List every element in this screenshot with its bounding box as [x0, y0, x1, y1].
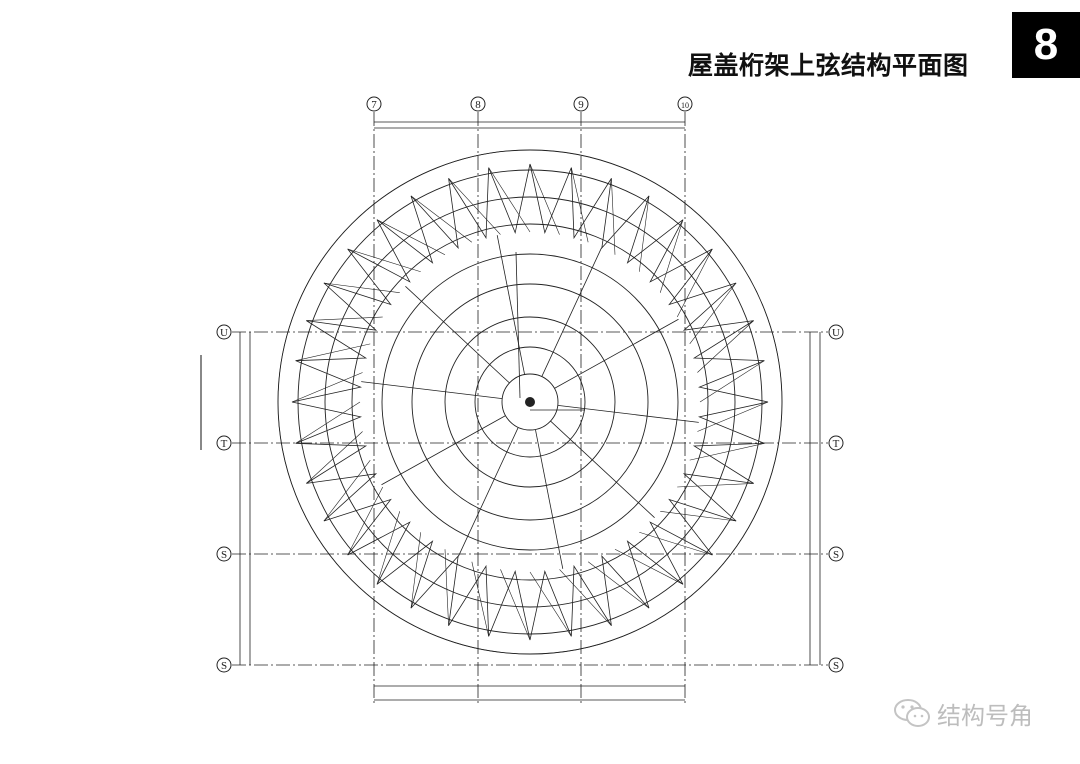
wechat-icon: [894, 698, 930, 727]
svg-text:S: S: [833, 549, 839, 561]
perimeter-truss: [277, 149, 783, 655]
axis-bubble-8: 8: [470, 96, 486, 112]
svg-text:S: S: [221, 549, 227, 561]
dimension-lines: [239, 121, 821, 701]
axis-bubble-U: U: [828, 324, 844, 340]
axis-bubble-10: 10: [677, 96, 693, 112]
axis-bubble-T: T: [828, 435, 844, 451]
axis-bubble-S: S: [216, 657, 232, 673]
watermark-text: 结构号角: [937, 702, 1033, 730]
axis-grid: [232, 112, 828, 705]
svg-text:S: S: [833, 660, 839, 672]
axis-bubble-U: U: [216, 324, 232, 340]
svg-text:S: S: [221, 660, 227, 672]
radial-beams: [361, 235, 699, 569]
svg-text:U: U: [220, 327, 228, 339]
watermark: 结构号角: [893, 696, 1033, 731]
axis-bubbles: 7 8 9 10U U T T S S S S: [216, 96, 844, 673]
svg-text:T: T: [221, 438, 228, 450]
svg-text:10: 10: [681, 101, 689, 110]
axis-bubble-7: 7: [366, 96, 382, 112]
page-title: 屋盖桁架上弦结构平面图: [688, 51, 969, 80]
page-number-badge: 8: [1012, 12, 1080, 78]
axis-bubble-S: S: [828, 546, 844, 562]
svg-text:8: 8: [475, 99, 481, 111]
svg-text:T: T: [833, 438, 840, 450]
margin-rule: [200, 355, 202, 450]
axis-bubble-S: S: [216, 546, 232, 562]
axis-bubble-S: S: [828, 657, 844, 673]
axis-bubble-9: 9: [573, 96, 589, 112]
svg-text:9: 9: [578, 99, 584, 111]
center-hub: [525, 397, 585, 411]
svg-text:7: 7: [371, 99, 377, 111]
axis-bubble-T: T: [216, 435, 232, 451]
svg-text:U: U: [832, 327, 840, 339]
